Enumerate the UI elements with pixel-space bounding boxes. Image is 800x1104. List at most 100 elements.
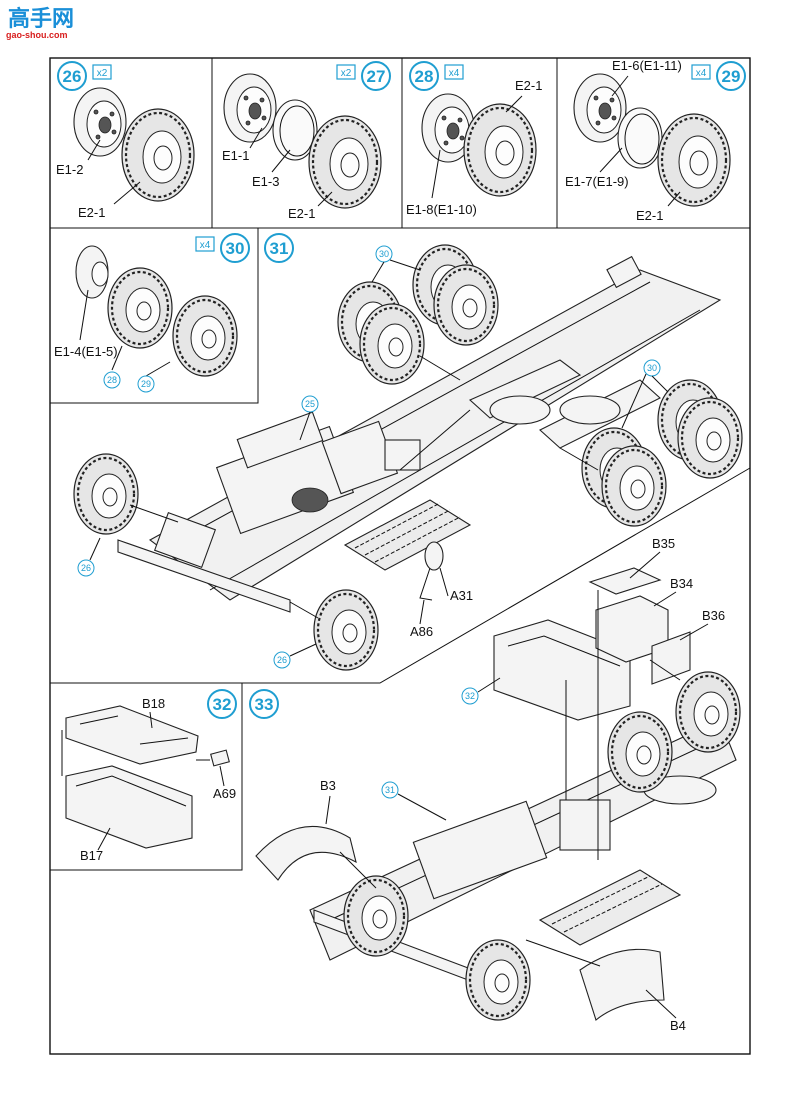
svg-text:30: 30 [379, 249, 389, 259]
svg-text:29: 29 [141, 379, 151, 389]
quantity-badge: x2 [92, 64, 112, 80]
reference-badge: 31 [381, 781, 399, 799]
step-number-badge: 31 [264, 233, 294, 263]
front-fender-left [255, 825, 357, 881]
fuel-tank-bottom-part [65, 765, 193, 849]
tire-part [462, 102, 538, 198]
step-number-badge: 30 [220, 233, 250, 263]
svg-text:28: 28 [415, 67, 434, 86]
svg-text:26: 26 [277, 655, 287, 665]
reference-badge: 30 [375, 245, 393, 263]
wheel-rim-part [73, 87, 127, 157]
reference-badge: 26 [273, 651, 291, 669]
part-label: B17 [80, 848, 103, 863]
part-label: A86 [410, 624, 433, 639]
part-label: B36 [702, 608, 725, 623]
front-bumper [117, 511, 291, 613]
svg-text:30: 30 [226, 239, 245, 258]
part-label: E1-7(E1-9) [565, 174, 629, 189]
engine-block [215, 411, 421, 535]
part-label: E2-1 [515, 78, 542, 93]
quantity-badge: x4 [195, 236, 215, 252]
step-33: 33 [249, 536, 742, 1033]
svg-text:26: 26 [81, 563, 91, 573]
svg-text:x4: x4 [200, 240, 211, 251]
part-label: B35 [652, 536, 675, 551]
bracket-part [419, 541, 444, 601]
step-number-badge: 26 [57, 61, 87, 91]
svg-text:31: 31 [270, 239, 289, 258]
tire-part [432, 263, 500, 347]
svg-text:30: 30 [647, 363, 657, 373]
tire-part [312, 588, 380, 672]
svg-text:32: 32 [465, 691, 475, 701]
reference-badge: 26 [77, 559, 95, 577]
tire-part [120, 107, 196, 203]
part-label: E1-3 [252, 174, 279, 189]
step30-box [50, 228, 259, 404]
step-30: x4 30 E1-4(E1-5) 28 29 [54, 233, 250, 393]
step-27: x2 27 E1-1 E1-3 E2-1 [222, 61, 391, 221]
tire-part [106, 266, 174, 350]
quantity-badge: x2 [336, 64, 356, 80]
svg-text:x4: x4 [696, 68, 707, 79]
reference-badge: 25 [301, 395, 319, 413]
svg-text:26: 26 [63, 67, 82, 86]
part-label: E1-6(E1-11) [612, 58, 682, 73]
fuel-tank-top-part [65, 705, 199, 765]
part-label: E1-1 [222, 148, 249, 163]
step-number-badge: 27 [361, 61, 391, 91]
tire-part [171, 294, 239, 378]
step-31: 31 [72, 233, 744, 672]
svg-text:x4: x4 [449, 68, 460, 79]
tire-part [72, 452, 140, 536]
part-label: B18 [142, 696, 165, 711]
ring-part [617, 107, 663, 169]
part-label: E2-1 [78, 205, 105, 220]
svg-text:x2: x2 [97, 68, 108, 79]
tire-part [674, 670, 742, 754]
svg-text:33: 33 [255, 695, 274, 714]
tire-part [464, 938, 532, 1022]
reference-badge: 28 [103, 371, 121, 389]
step-number-badge: 28 [409, 61, 439, 91]
part-label: B3 [320, 778, 336, 793]
part-label: E2-1 [636, 208, 663, 223]
watermark-logo: 高手网 gao-shou.com [6, 6, 74, 40]
toolbox-lid-part [588, 567, 662, 595]
tire-part [358, 302, 426, 386]
wheel-rim-part [223, 73, 277, 143]
svg-text:32: 32 [213, 695, 232, 714]
front-fender-right [579, 948, 665, 1021]
step-plate [538, 869, 682, 946]
hub-cap-part [75, 245, 109, 299]
step-26: 26 x2 E1-2 E2-1 [56, 61, 196, 220]
part-label: B34 [670, 576, 693, 591]
rear-axles [399, 359, 661, 471]
step-29: x4 29 E1-6(E1-11) E1-7(E1-9) E2-1 [565, 58, 746, 223]
step-number-badge: 32 [207, 689, 237, 719]
part-label: B4 [670, 1018, 686, 1033]
part-label: A69 [213, 786, 236, 801]
tire-part [307, 114, 383, 210]
watermark-text: 高手网 [8, 6, 74, 31]
step-number-badge: 33 [249, 689, 279, 719]
svg-text:31: 31 [385, 785, 395, 795]
toolbox-door-part [651, 631, 691, 685]
step31-divider [50, 467, 751, 684]
step-28: 28 x4 E2-1 E1-8(E1-10) [406, 61, 542, 217]
tire-part [656, 112, 732, 208]
reference-badge: 30 [643, 359, 661, 377]
tire-part [606, 710, 674, 794]
part-label: A31 [450, 588, 473, 603]
quantity-badge: x4 [444, 64, 464, 80]
step-32: 32 B18 A69 B17 [61, 689, 237, 863]
step-plate [343, 499, 472, 571]
svg-text:x2: x2 [341, 68, 352, 79]
watermark-subtext: gao-shou.com [6, 30, 68, 40]
svg-text:28: 28 [107, 375, 117, 385]
part-label: E2-1 [288, 206, 315, 221]
part-label: E1-8(E1-10) [406, 202, 477, 217]
page-frame [49, 57, 751, 1055]
